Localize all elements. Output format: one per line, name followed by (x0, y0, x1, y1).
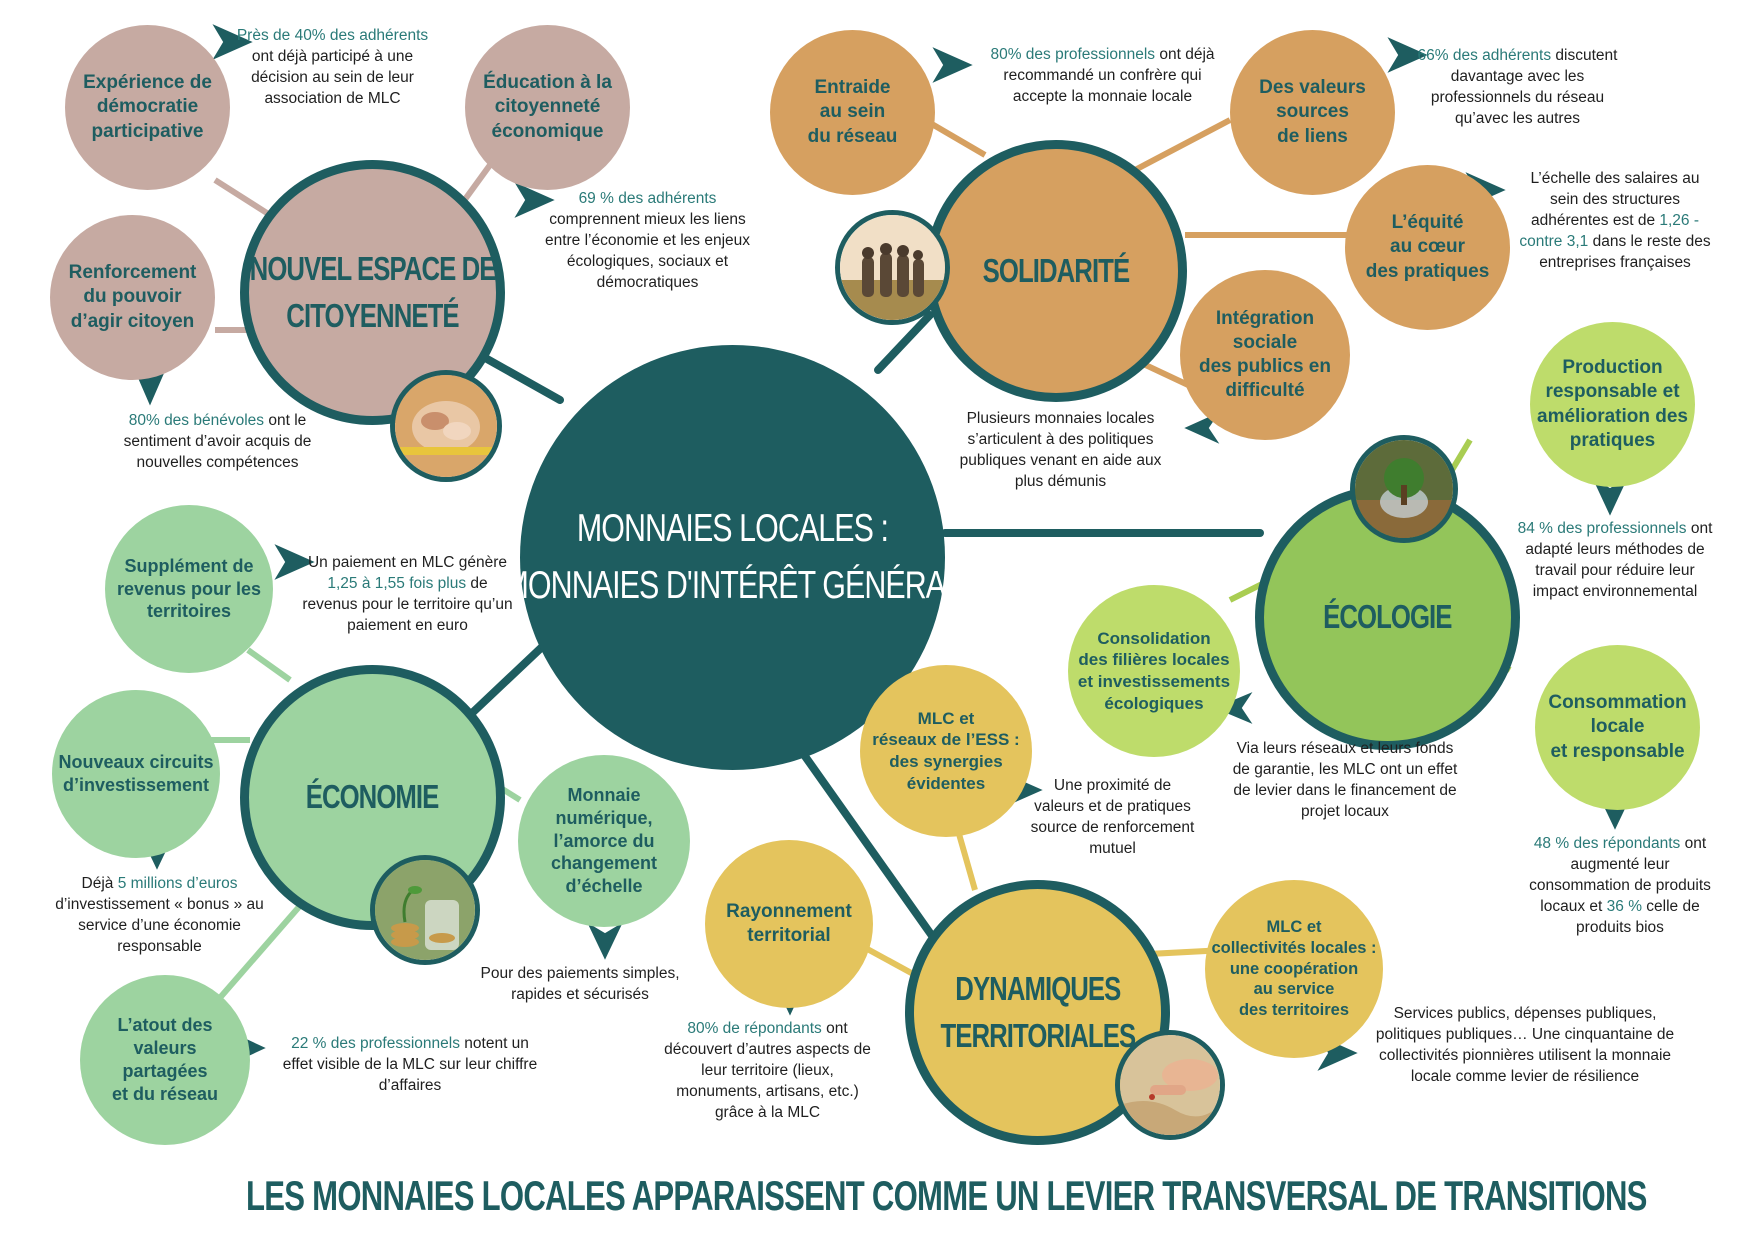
bubble-digital-currency: Monnaie numérique, l’amorce du changemen… (518, 755, 690, 927)
bubble-network-mutual-aid: Entraide au sein du réseau (770, 30, 935, 195)
hub-territorial-line2: TERRITORIALES (940, 1016, 1136, 1054)
note-local-authorities: Services publics, dépenses publiques, po… (1375, 1005, 1675, 1085)
hub-economy: ÉCONOMIE (240, 665, 505, 930)
bubble-shared-values-asset: L’atout des valeurs partagées et du rése… (80, 975, 250, 1145)
note-social-policies: Plusieurs monnaies locales s’articulent … (959, 410, 1162, 490)
note-values-discussion: 66% des adhérents discutent davantage av… (1417, 47, 1618, 127)
note-production-methods: 84 % des professionnels ont adapté leurs… (1517, 520, 1713, 600)
note-digital-payments: Pour des paiements simples, rapides et s… (480, 965, 680, 1003)
bubble-income-supplement: Supplément de revenus pour les territoir… (105, 505, 273, 673)
hub-territorial-line1: DYNAMIQUES (954, 970, 1121, 1008)
note-volunteers-skills: 80% des bénévoles ont le sentiment d’avo… (123, 412, 312, 471)
bubble-local-consumption: Consommation locale et responsable (1535, 645, 1700, 810)
link-center-territorial (786, 731, 939, 944)
hub-ecology-label: ÉCOLOGIE (1323, 598, 1452, 636)
bubble-territorial-radiance: Rayonnement territorial (705, 840, 873, 1008)
photo-friends-sunset (835, 210, 950, 325)
note-ess-proximity: Une proximité de valeurs et de pratiques… (1030, 777, 1195, 857)
note-mutual-aid: 80% des professionnels ont déjà recomman… (990, 46, 1215, 105)
note-participatory-democracy: Près de 40% des adhérents ont déjà parti… (236, 27, 429, 107)
note-local-consumption: 48 % des répondants ont augmenté leur co… (1529, 835, 1711, 936)
central-topic-line2: MONNAIES D'INTÉRÊT GÉNÉRAL (503, 563, 963, 607)
hub-citizenship-line1: NOUVEL ESPACE DE (249, 250, 497, 288)
hub-citizenship: NOUVEL ESPACE DE CITOYENNETÉ (240, 160, 505, 425)
note-turnover-effect: 22 % des professionnels notent un effet … (282, 1035, 538, 1094)
hub-citizenship-line2: CITOYENNETÉ (286, 296, 459, 334)
note-guarantee-funds: Via leurs réseaux et leurs fonds de gara… (1232, 740, 1458, 820)
note-income-multiplier: Un paiement en MLC génère 1,25 à 1,55 fo… (302, 554, 513, 634)
bubble-equity-practices: L’équité au cœur des pratiques (1345, 165, 1510, 330)
bubble-citizen-empowerment: Renforcement du pouvoir d’agir citoyen (50, 215, 215, 380)
arrow-right-icon (927, 42, 978, 88)
note-wage-scale: L’échelle des salaires au sein des struc… (1519, 170, 1711, 271)
link-center-solidarity (874, 311, 934, 374)
bubble-investment-circuits: Nouveaux circuits d’investissement (52, 690, 220, 858)
bubble-values-source-of-ties: Des valeurs sources de liens (1230, 30, 1395, 195)
hub-solidarity-label: SOLIDARITÉ (982, 251, 1130, 289)
central-topic-line1: MONNAIES LOCALES : (576, 506, 889, 550)
link-center-citizenship (476, 351, 564, 404)
footer-title: LES MONNAIES LOCALES APPARAISSENT COMME … (246, 1172, 1647, 1219)
bubble-social-integration: Intégration sociale des publics en diffi… (1180, 270, 1350, 440)
photo-coins-plants (370, 855, 480, 965)
photo-hand-map (1115, 1030, 1225, 1140)
bubble-economic-citizenship-education: Éducation à la citoyenneté économique (465, 25, 630, 190)
bubble-local-sectors-consolidation: Consolidation des filières locales et in… (1068, 585, 1240, 757)
bubble-participatory-democracy: Expérience de démocratie participative (65, 25, 230, 190)
photo-tree-globe (1350, 435, 1458, 543)
arrow-right-icon (509, 177, 560, 223)
bubble-local-authorities-cooperation: MLC et collectivités locales : une coopé… (1205, 880, 1383, 1058)
note-bonus-investment: Déjà 5 millions d’euros d’investissement… (55, 875, 264, 955)
bubble-ess-synergies: MLC et réseaux de l’ESS : des synergies … (860, 665, 1032, 837)
central-topic: MONNAIES LOCALES : MONNAIES D'INTÉRÊT GÉ… (504, 345, 962, 770)
note-economic-education: 69 % des adhérents comprennent mieux les… (544, 190, 751, 291)
photo-hands (390, 370, 502, 482)
note-territory-discovery: 80% de répondants ont découvert d’autres… (664, 1020, 871, 1121)
hub-economy-label: ÉCONOMIE (306, 778, 440, 816)
hub-solidarity: SOLIDARITÉ (925, 140, 1187, 402)
bubble-responsible-production: Production responsable et amélioration d… (1530, 322, 1695, 487)
